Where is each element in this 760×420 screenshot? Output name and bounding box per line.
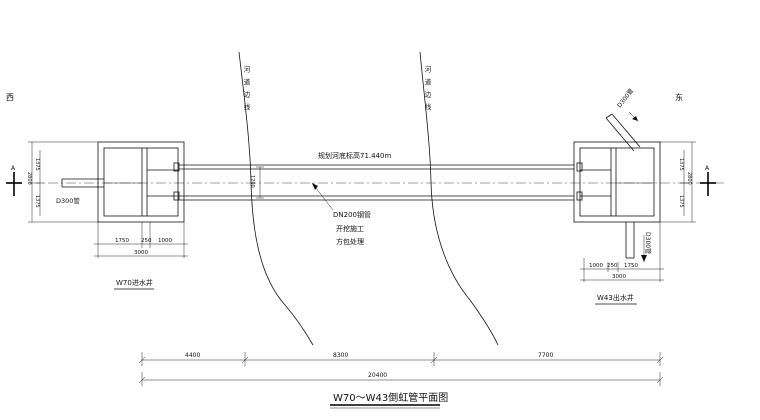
segment-dimension-line <box>138 352 664 366</box>
dim-seg2: 8300 <box>333 352 348 359</box>
left-dim-w2: 250 <box>141 238 152 244</box>
pipe-spacing-label: 1200 <box>249 175 255 188</box>
river-edge-line-left <box>238 51 314 346</box>
right-dim-w2: 250 <box>607 263 618 269</box>
outlet-pipe-top <box>605 111 641 152</box>
left-dim-w3: 1000 <box>158 238 172 244</box>
west-label: 西 <box>6 93 14 102</box>
section-mark-left-label: A <box>11 165 16 172</box>
left-dim-total: 2800 <box>26 172 32 185</box>
left-width-dimensions <box>94 222 188 258</box>
inlet-well <box>97 141 185 223</box>
right-dim-w1: 1000 <box>589 263 603 269</box>
right-width-dimensions <box>580 222 664 282</box>
drawing-title: W70～W43倒虹管平面图 <box>333 391 448 404</box>
right-dim-total-w: 3000 <box>612 274 626 280</box>
pipe-spacing-dimension <box>256 166 264 199</box>
outlet-pipe-bottom <box>625 222 647 262</box>
right-dim-w3: 1750 <box>624 263 638 269</box>
pipe-note-line-1: DN200钢管 <box>333 210 371 219</box>
river-edge-label-right: 河道边线 <box>423 66 431 116</box>
left-dim-total-w: 3000 <box>134 250 148 256</box>
pipe-note-line-3: 方包处理 <box>336 237 364 246</box>
right-dim-total: 2800 <box>686 172 692 185</box>
inlet-pipe <box>61 178 104 188</box>
pipe-note-line-2: 开挖施工 <box>336 224 364 233</box>
outlet-pipe-bottom-label: D300管 <box>644 232 652 254</box>
outlet-well <box>573 141 661 223</box>
dim-seg3: 7700 <box>538 352 553 359</box>
dim-overall: 20400 <box>368 372 387 379</box>
inlet-well-label: W70进水井 <box>116 278 153 287</box>
left-dim-w1: 1750 <box>115 238 129 244</box>
overall-dimension-line <box>138 372 664 386</box>
outlet-pipe-top-label: D300管 <box>615 87 635 109</box>
section-mark-left <box>6 172 22 196</box>
inlet-pipe-label: D300管 <box>56 196 80 205</box>
left-dim-v2: 1375 <box>34 195 40 208</box>
section-mark-right-label: A <box>705 165 710 172</box>
left-vertical-dimension <box>28 141 98 223</box>
river-edge-line-right <box>419 51 499 346</box>
pipe-note-leader <box>311 182 334 211</box>
river-edge-label-left: 河道边线 <box>242 66 250 116</box>
left-dim-v1: 1375 <box>34 158 40 171</box>
dim-seg1: 4400 <box>185 352 200 359</box>
east-label: 东 <box>675 92 683 102</box>
right-vertical-dimension <box>660 141 696 223</box>
river-bed-note: 规划河底标高71.440m <box>318 151 391 160</box>
right-dim-v1: 1375 <box>678 158 684 171</box>
right-dim-v2: 1375 <box>678 195 684 208</box>
outlet-well-label: W43出水井 <box>597 293 634 302</box>
section-mark-right <box>700 172 716 196</box>
siphon-pipes <box>179 164 574 201</box>
